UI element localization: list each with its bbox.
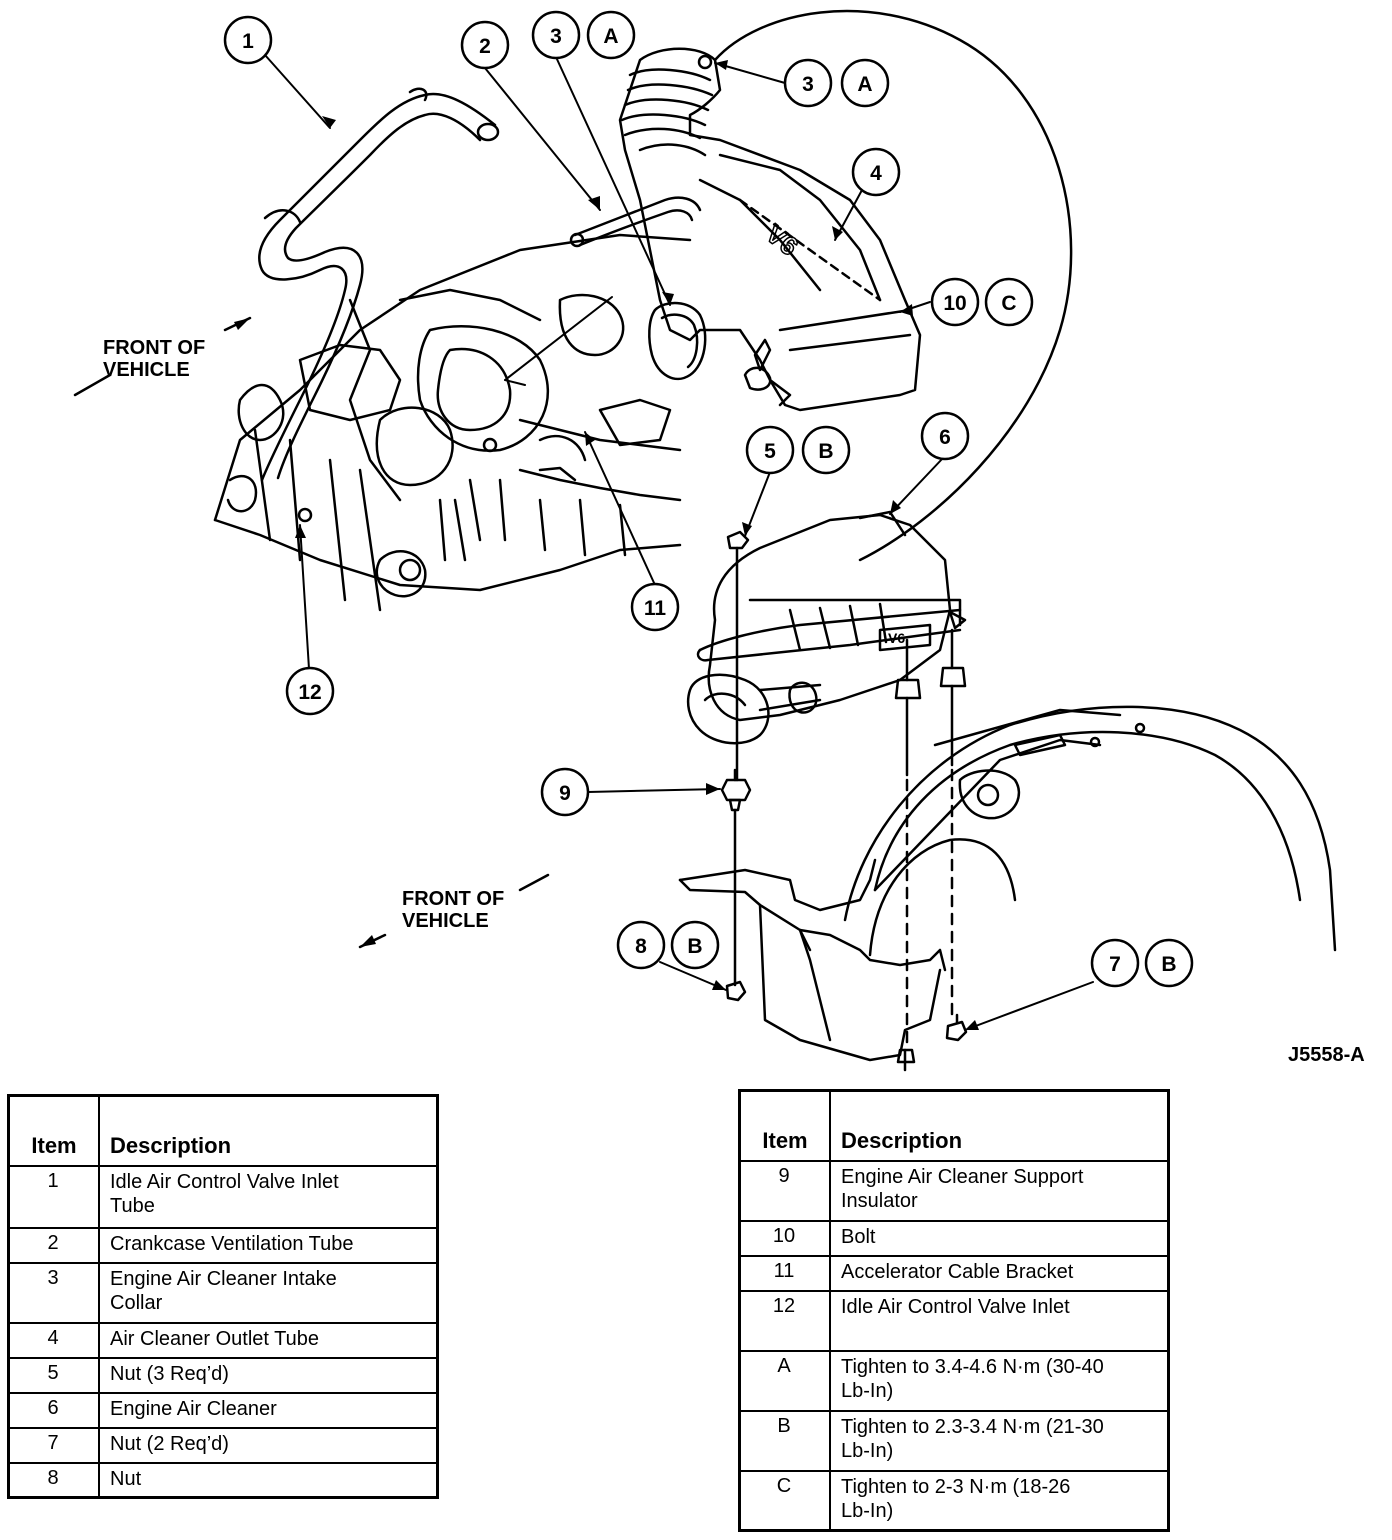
callout-8: 8 — [635, 935, 647, 958]
item-number: 12 — [738, 1289, 831, 1352]
nut-8 — [725, 980, 747, 1002]
item-number: C — [738, 1469, 831, 1532]
callout-5: 5 — [764, 440, 776, 463]
item-description: Idle Air Control Valve Inlet Tube — [98, 1164, 439, 1229]
fender-apron — [678, 705, 1337, 1072]
callout-2: 2 — [479, 35, 491, 58]
header-item: Item — [7, 1094, 100, 1167]
item-number: 9 — [738, 1159, 831, 1222]
studs-right — [894, 610, 967, 777]
engine-assembly — [213, 233, 692, 612]
item-number: 1 — [7, 1164, 100, 1229]
engine-air-cleaner: V6 — [686, 510, 962, 745]
item-description: Nut (3 Req’d) — [98, 1356, 439, 1394]
callout-1: 1 — [242, 30, 254, 53]
item-number: 3 — [7, 1261, 100, 1324]
item-description: Tighten to 2-3 N·m (18-26 Lb-In) — [829, 1469, 1170, 1532]
front-of-vehicle-arrow-bottom — [358, 873, 550, 949]
callout-10: 10 — [943, 292, 966, 315]
callout-a-b: A — [857, 73, 872, 96]
callout-3: 3 — [550, 25, 562, 48]
callout-b-2: B — [687, 935, 702, 958]
item-description: Engine Air Cleaner — [98, 1391, 439, 1429]
item-number: B — [738, 1409, 831, 1472]
item-number: 5 — [7, 1356, 100, 1394]
item-description: Engine Air Cleaner Support Insulator — [829, 1159, 1170, 1222]
item-number: 10 — [738, 1219, 831, 1257]
item-description: Nut (2 Req’d) — [98, 1426, 439, 1464]
header-description: Description — [829, 1089, 1170, 1162]
callout-b: B — [818, 440, 833, 463]
item-number: 8 — [7, 1461, 100, 1499]
callout-a: A — [603, 25, 618, 48]
crankcase-ventilation-tube — [569, 196, 702, 248]
item-description: Air Cleaner Outlet Tube — [98, 1321, 439, 1359]
item-number: 4 — [7, 1321, 100, 1359]
callout-7: 7 — [1109, 953, 1121, 976]
item-number: 2 — [7, 1226, 100, 1264]
svg-text:V6: V6 — [888, 630, 905, 646]
item-description: Tighten to 3.4-4.6 N·m (30-40 Lb-In) — [829, 1349, 1170, 1412]
callout-4: 4 — [870, 162, 882, 185]
item-description: Bolt — [829, 1219, 1170, 1257]
callout-6: 6 — [939, 426, 951, 449]
item-description: Engine Air Cleaner Intake Collar — [98, 1261, 439, 1324]
idle-air-control-valve-inlet-tube — [258, 87, 500, 482]
item-description: Tighten to 2.3-3.4 N·m (21-30 Lb-In) — [829, 1409, 1170, 1472]
leader-loop — [713, 9, 1073, 562]
item-number: 6 — [7, 1391, 100, 1429]
callout-11: 11 — [644, 597, 667, 620]
callout-circles — [223, 10, 1194, 988]
insulator-9 — [720, 768, 752, 987]
nut-5 — [726, 530, 750, 782]
item-description: Idle Air Control Valve Inlet — [829, 1289, 1170, 1352]
figure-id: J5558-A — [1288, 1044, 1365, 1066]
callout-c: C — [1001, 292, 1016, 315]
leader-lines — [264, 54, 1094, 1031]
callout-b-3: B — [1161, 953, 1176, 976]
item-number: 7 — [7, 1426, 100, 1464]
callout-3-b: 3 — [802, 73, 814, 96]
bolt-10 — [753, 338, 772, 372]
item-description: Nut — [98, 1461, 439, 1499]
callout-12: 12 — [298, 681, 321, 704]
item-number: A — [738, 1349, 831, 1412]
header-description: Description — [98, 1094, 439, 1167]
item-description: Crankcase Ventilation Tube — [98, 1226, 439, 1264]
exploded-parts-diagram: V6 V6 — [73, 9, 1337, 1072]
header-item: Item — [738, 1089, 831, 1162]
callout-9: 9 — [559, 782, 571, 805]
item-number: 11 — [738, 1254, 831, 1292]
item-description: Accelerator Cable Bracket — [829, 1254, 1170, 1292]
front-of-vehicle-arrow-top — [73, 316, 252, 397]
nut-7 — [945, 1013, 968, 1042]
arrowheads — [295, 60, 979, 1030]
